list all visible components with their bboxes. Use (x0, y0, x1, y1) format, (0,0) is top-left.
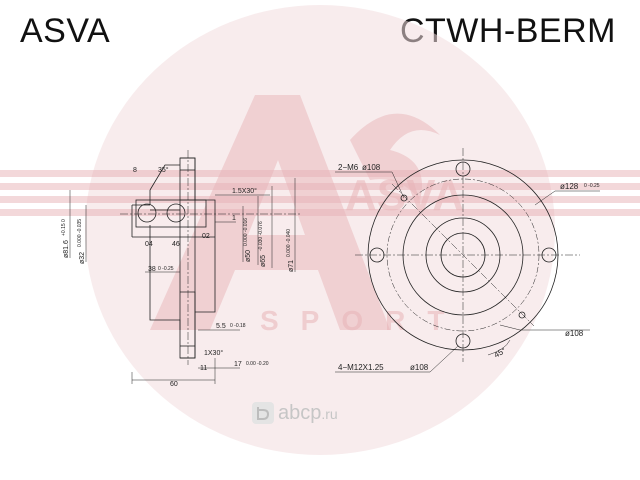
side-view-labels: 35° 1.5X30° 8 1 04 46 02 ø81.6 +0.15 0 ø… (61, 166, 295, 388)
callout-128: ø128 (560, 182, 579, 191)
m6-hole-1 (400, 194, 408, 202)
footer-site-tld: .ru (321, 406, 337, 422)
label-8: 8 (133, 167, 137, 174)
callout-108: ø108 (565, 329, 584, 338)
bearing-race (135, 199, 207, 228)
dim-11-label: 11 (200, 365, 207, 372)
dia-50-tol: 0.000 -0.016 (243, 218, 249, 246)
dim-38-label: 38 (148, 266, 156, 273)
bearing-46-label: 46 (172, 241, 180, 248)
dim-17-tol: 0.00 -0.20 (246, 361, 269, 367)
label-1: 1 (232, 215, 236, 222)
dia-71-label: ø71 (288, 260, 295, 272)
watermark-swoosh (350, 113, 440, 200)
dia-71-tol: 0.000 -0.040 (286, 229, 292, 257)
footer-logo: abcp.ru (252, 402, 338, 424)
callout-m6: 2−M6 (338, 163, 359, 172)
dim-60-label: 60 (170, 381, 178, 388)
flange-body (179, 157, 196, 359)
side-view (69, 150, 300, 384)
callout-m6-pcd: ø108 (362, 163, 381, 172)
dim-38-tol: 0 -0.25 (158, 266, 174, 272)
dia-65-tol: -0.030 -0.076 (258, 221, 264, 251)
bearing-04-label: 04 (145, 241, 153, 248)
bearing-ball-1 (137, 203, 157, 223)
dia-81-6-label: ø81.6 (63, 240, 70, 258)
dia-81-6-tol: +0.15 0 (61, 219, 67, 236)
dim-17-label: 17 (234, 361, 242, 368)
bearing-ball-2 (166, 203, 186, 223)
footer-site-prefix: ab (278, 402, 300, 424)
brand-title: ASVA (20, 12, 111, 50)
bearing-02-label: 02 (202, 233, 210, 240)
dia-32-tol: 0.000 -0.035 (77, 219, 83, 247)
watermark-brand: ASVA (345, 171, 464, 220)
angle-top-label: 35° (158, 166, 169, 174)
dia-32-label: ø32 (79, 252, 86, 264)
front-view-labels: 2−M6 ø108 ø128 0 -0.25 ø108 4−M12X1.25 ø… (338, 163, 600, 372)
dia-65-label: ø65 (260, 255, 267, 267)
watermark-sub: SPORT (260, 305, 466, 336)
svg-text:abcp.ru: abcp.ru (278, 402, 338, 424)
dim-5-5-label: 5.5 (216, 323, 226, 330)
footer-site-suffix: cp (300, 402, 321, 424)
callout-m12: 4−M12X1.25 (338, 363, 384, 372)
chamfer-top-label: 1.5X30° (232, 187, 257, 195)
watermark: ASVA SPORT (0, 5, 640, 455)
callout-m12-pcd: ø108 (410, 363, 429, 372)
dia-50-label: ø50 (245, 250, 252, 262)
callout-128-tol: 0 -0.25 (584, 183, 600, 189)
abcp-icon (252, 402, 274, 424)
front-view (335, 148, 600, 373)
dim-5-5-tol: 0 -0.18 (230, 323, 246, 329)
chamfer-bottom-label: 1X30° (204, 349, 223, 357)
m6-hole-2 (518, 311, 526, 319)
watermark-a-shape (150, 95, 390, 330)
